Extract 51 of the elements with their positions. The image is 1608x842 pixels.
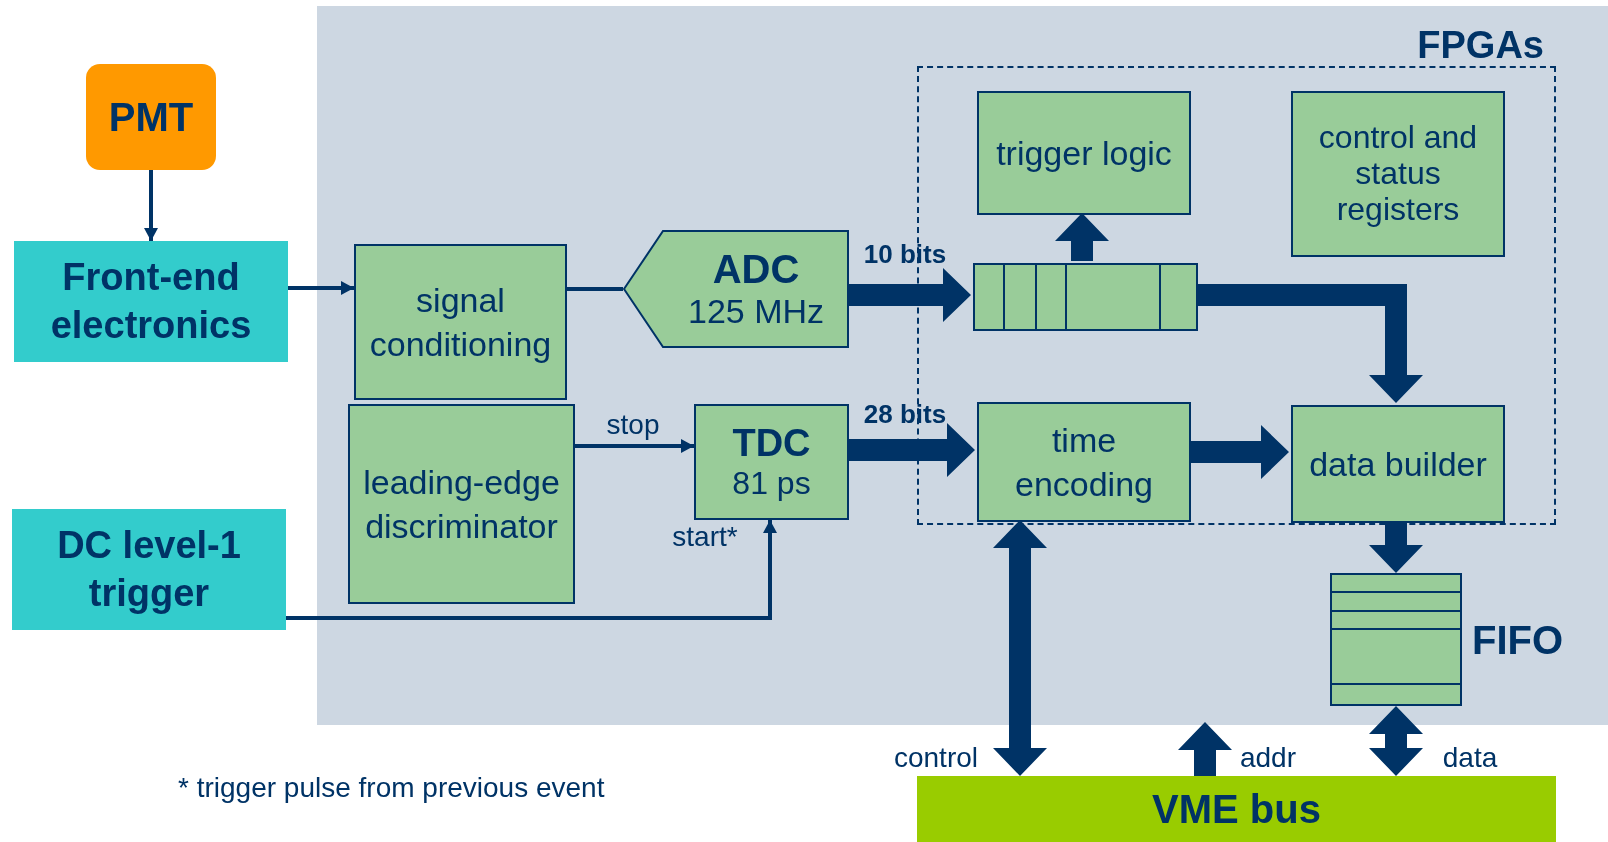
arrow — [1055, 213, 1109, 261]
arrow — [1178, 722, 1232, 776]
node-label: 81 ps — [732, 465, 811, 502]
edge-label: start* — [672, 521, 738, 553]
process-box — [977, 91, 1191, 215]
node-label: control and status registers — [1317, 120, 1479, 228]
arrow — [144, 170, 158, 241]
node-label: ADC — [712, 247, 800, 292]
process-box — [1291, 91, 1505, 257]
adc-block — [623, 230, 849, 348]
node-label: 125 MHz — [687, 292, 825, 331]
edge-label: addr — [1240, 742, 1296, 774]
arrow — [1189, 425, 1289, 479]
sensor-box — [86, 64, 216, 170]
arrow — [286, 520, 777, 620]
edge-label: control — [894, 742, 978, 774]
process-box — [1291, 405, 1505, 523]
node-label: TDC — [732, 422, 811, 465]
bus-bar — [917, 776, 1556, 842]
edge-label: stop — [606, 409, 660, 441]
arrow — [1369, 521, 1423, 573]
arrow — [849, 423, 975, 477]
process-box — [354, 244, 567, 400]
arrow — [1196, 284, 1423, 403]
node-label: DC level-1 trigger — [56, 523, 242, 616]
edge-label: 10 bits — [863, 238, 947, 270]
process-box — [348, 404, 575, 604]
group-heading: FPGAs — [1417, 24, 1544, 67]
input-box — [14, 241, 288, 362]
node-label: Front-end electronics — [49, 255, 253, 348]
arrow — [849, 268, 971, 322]
edge-label: 28 bits — [863, 398, 947, 430]
node-label: trigger logic — [996, 132, 1172, 174]
node-label: VME bus — [1152, 786, 1321, 832]
arrow — [575, 439, 694, 453]
arrow — [993, 520, 1047, 776]
node-label: time encoding — [1014, 419, 1154, 505]
node-caption: FIFO — [1472, 617, 1564, 662]
node-label: data builder — [1309, 443, 1487, 485]
input-box — [12, 509, 286, 630]
register-block — [973, 263, 1198, 331]
node-label: PMT — [108, 94, 194, 140]
node-label: signal conditioning — [368, 279, 553, 365]
process-box — [694, 404, 849, 520]
arrow — [1369, 706, 1423, 776]
board-panel — [317, 6, 1608, 725]
edge-label: data — [1442, 742, 1498, 774]
process-box — [977, 402, 1191, 522]
footnote: * trigger pulse from previous event — [178, 772, 605, 804]
node-label: leading-edge discriminator — [362, 461, 561, 547]
arrow — [288, 281, 354, 295]
